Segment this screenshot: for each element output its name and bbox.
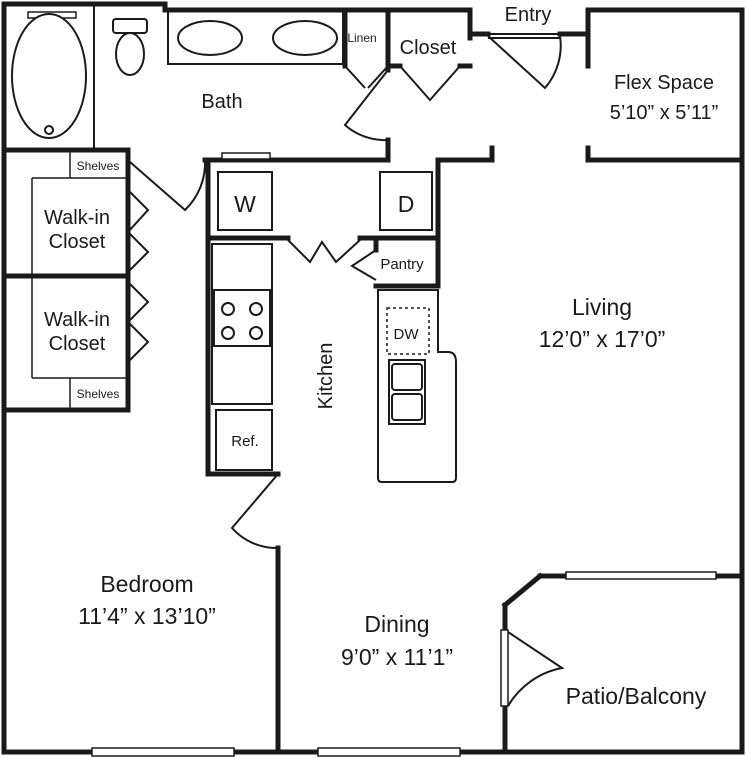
bathtub-icon bbox=[11, 13, 87, 139]
walkin-closets bbox=[31, 150, 207, 410]
dryer-label: D bbox=[398, 191, 415, 217]
shelves-bottom-label: Shelves bbox=[77, 387, 120, 401]
room-labels: Bath Linen Closet Entry Flex Space 5’10”… bbox=[44, 4, 718, 709]
shelves-top-label: Shelves bbox=[77, 159, 120, 173]
dishwasher-icon bbox=[386, 307, 430, 355]
flex-space-dims: 5’10” x 5’11” bbox=[610, 102, 719, 124]
linen-door bbox=[344, 65, 389, 89]
kitchen-label: Kitchen bbox=[315, 343, 337, 410]
dining-dims: 9’0” x 11’1” bbox=[341, 644, 453, 670]
kitchen bbox=[211, 243, 457, 550]
patio-door-swing bbox=[507, 631, 565, 707]
entry-door bbox=[487, 33, 562, 90]
walkin-closet-1-label-line1: Walk-in bbox=[44, 207, 110, 229]
closet-doors bbox=[344, 65, 461, 102]
range-icon bbox=[213, 289, 271, 347]
dining-label: Dining bbox=[364, 611, 429, 637]
sink-right-icon bbox=[272, 20, 338, 56]
washer-icon bbox=[217, 171, 273, 231]
sink-basin-icon bbox=[391, 393, 423, 421]
dishwasher-label: DW bbox=[394, 326, 420, 343]
bedroom-dims: 11’4” x 13’10” bbox=[78, 603, 216, 629]
walkin-closet-1-door bbox=[126, 189, 150, 273]
walkin-closet-2-door bbox=[126, 281, 150, 363]
walkin-closet-2-label-line1: Walk-in bbox=[44, 309, 110, 331]
entry-door-swing bbox=[487, 35, 562, 90]
window-patio-top bbox=[565, 571, 717, 580]
pantry-door bbox=[350, 249, 377, 281]
window-dining bbox=[317, 747, 461, 757]
bath-fixtures bbox=[11, 6, 389, 150]
closet-door bbox=[399, 65, 461, 102]
patio-slider bbox=[500, 629, 509, 707]
window-bedroom bbox=[91, 747, 235, 757]
laundry bbox=[217, 171, 433, 281]
patio-balcony-label: Patio/Balcony bbox=[566, 683, 707, 709]
walkin-closet-2-label-line2: Closet bbox=[49, 333, 106, 355]
dryer-icon bbox=[379, 171, 433, 231]
tub-drain-icon bbox=[44, 125, 54, 135]
burner-icon bbox=[249, 302, 263, 316]
kitchen-island bbox=[377, 289, 457, 483]
pantry-label: Pantry bbox=[380, 256, 424, 273]
closet-label: Closet bbox=[400, 37, 457, 59]
burner-icon bbox=[221, 302, 235, 316]
vanity-counter bbox=[167, 9, 344, 65]
refrigerator-label: Ref. bbox=[231, 433, 259, 450]
toilet-tank-icon bbox=[112, 18, 148, 34]
bedroom-door-swing bbox=[230, 473, 279, 550]
living-dims: 12’0” x 17’0” bbox=[539, 326, 666, 352]
washer-label: W bbox=[234, 191, 256, 217]
patio-door bbox=[500, 629, 565, 707]
living-label: Living bbox=[572, 294, 632, 320]
burner-icon bbox=[249, 326, 263, 340]
kitchen-counter bbox=[211, 243, 273, 405]
laundry-bifold-door bbox=[287, 239, 361, 264]
linen-label: Linen bbox=[347, 31, 376, 45]
entry-label: Entry bbox=[505, 4, 552, 26]
bedroom-label: Bedroom bbox=[100, 571, 193, 597]
flex-space-label: Flex Space bbox=[614, 72, 714, 94]
window-kitchen-top bbox=[221, 152, 271, 160]
bath-label: Bath bbox=[201, 91, 242, 113]
walkin-closet-1-label-line2: Closet bbox=[49, 231, 106, 253]
burner-icon bbox=[221, 326, 235, 340]
sink-basin-icon bbox=[391, 363, 423, 391]
refrigerator-icon bbox=[215, 409, 273, 471]
closet-hall-door-swing bbox=[129, 159, 207, 212]
sink-left-icon bbox=[177, 20, 243, 56]
bath-door-swing bbox=[343, 69, 389, 142]
toilet-bowl-icon bbox=[115, 32, 145, 76]
